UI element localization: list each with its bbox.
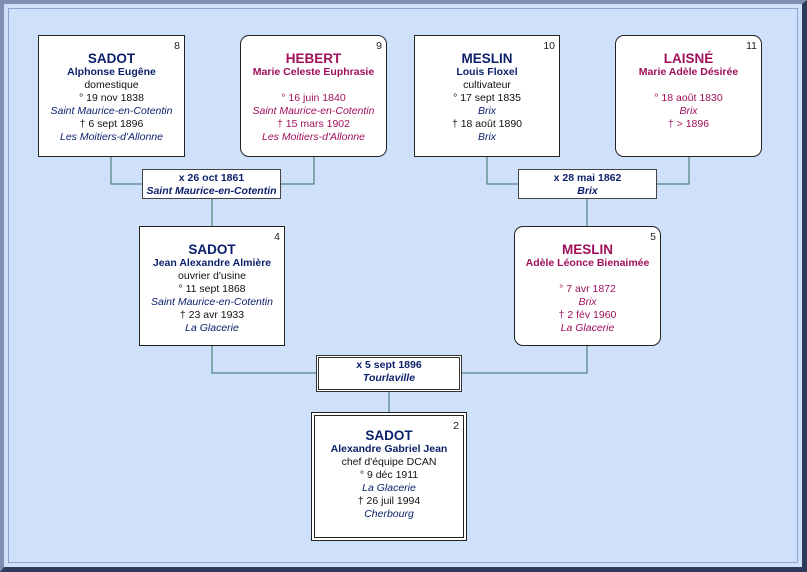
spacer [515,270,660,283]
birth-place: Brix [578,296,597,308]
given-names: Alphonse Eugêne [67,66,156,78]
surname: SADOT [365,428,413,443]
marriage-place: Saint Maurice-en-Cotentin [146,185,277,197]
death-place: Les Moitiers-d'Allonne [262,131,365,143]
birth-date: ° 17 sept 1835 [453,92,521,104]
death-place: Brix [477,131,497,143]
death-place: Cherbourg [364,508,414,520]
occupation: domestique [84,79,139,91]
given-names: Adèle Léonce Bienaimée [525,257,650,269]
surname: SADOT [87,51,136,66]
spacer [241,79,386,92]
sosa-number: 8 [174,40,180,52]
birth-place: Brix [477,105,497,117]
birth-date: ° 16 juin 1840 [281,92,346,104]
birth-place: Saint Maurice-en-Cotentin [252,105,375,117]
marriage-date: x 5 sept 1896 [356,359,422,371]
death-date: † 26 juil 1994 [357,495,421,507]
death-date: † 15 mars 1902 [277,118,350,130]
birth-date: ° 19 nov 1838 [79,92,144,104]
surname: HEBERT [285,51,342,66]
given-names: Alexandre Gabriel Jean [330,443,448,455]
death-date: † 2 fév 1960 [558,309,617,321]
surname: LAISNÉ [663,51,714,66]
death-place: Les Moitiers-d'Allonne [60,131,163,143]
death-place: La Glacerie [560,322,615,334]
marriage-date: x 28 mai 1862 [553,172,622,184]
marriage-place: Brix [577,185,598,197]
occupation: chef d'équipe DCAN [341,456,437,468]
birth-place: La Glacerie [362,482,416,494]
marriage-place: Tourlaville [362,372,416,384]
surname: MESLIN [461,51,513,66]
death-date: † 23 avr 1933 [179,309,245,321]
death-date: † > 1896 [667,118,710,130]
inner-border [8,8,798,563]
birth-place: Saint Maurice-en-Cotentin [50,105,173,117]
birth-date: ° 18 août 1830 [654,92,723,104]
person-card-11[interactable]: 11 LAISNÉ Marie Adèle Désirée ° 18 août … [615,35,762,157]
death-place: La Glacerie [185,322,239,334]
sosa-number: 10 [543,40,555,52]
person-card-4[interactable]: 4 SADOT Jean Alexandre Almière ouvrier d… [139,226,285,346]
death-date: † 6 sept 1896 [79,118,144,130]
sosa-number: 4 [274,231,280,243]
given-names: Louis Floxel [456,66,518,78]
occupation: cultivateur [463,79,511,91]
birth-place: Saint Maurice-en-Cotentin [151,296,273,308]
given-names: Marie Adèle Désirée [638,66,739,78]
marriage-box-4-5[interactable]: x 5 sept 1896 Tourlaville [316,355,462,392]
person-card-9[interactable]: 9 HEBERT Marie Celeste Euphrasie ° 16 ju… [240,35,387,157]
marriage-box-8-9[interactable]: x 26 oct 1861 Saint Maurice-en-Cotentin [142,169,281,199]
birth-date: ° 7 avr 1872 [559,283,616,295]
sosa-number: 5 [650,231,656,243]
birth-place: Brix [679,105,698,117]
given-names: Marie Celeste Euphrasie [252,66,375,78]
person-card-2[interactable]: 2 SADOT Alexandre Gabriel Jean chef d'éq… [311,412,467,541]
birth-date: ° 11 sept 1868 [178,283,246,295]
spacer [616,79,761,92]
sosa-number: 11 [746,40,757,52]
sosa-number: 2 [453,420,459,432]
marriage-date: x 26 oct 1861 [178,172,245,184]
sosa-number: 9 [376,40,382,52]
surname: MESLIN [561,242,613,257]
death-date: † 18 août 1890 [451,118,523,130]
birth-date: ° 9 déc 1911 [359,469,419,481]
person-card-8[interactable]: 8 SADOT Alphonse Eugêne domestique ° 19 … [38,35,185,157]
person-card-5[interactable]: 5 MESLIN Adèle Léonce Bienaimée ° 7 avr … [514,226,661,346]
occupation: ouvrier d'usine [178,270,246,282]
marriage-box-10-11[interactable]: x 28 mai 1862 Brix [518,169,657,199]
surname: SADOT [188,242,236,257]
given-names: Jean Alexandre Almière [152,257,272,269]
person-card-10[interactable]: 10 MESLIN Louis Floxel cultivateur ° 17 … [414,35,560,157]
